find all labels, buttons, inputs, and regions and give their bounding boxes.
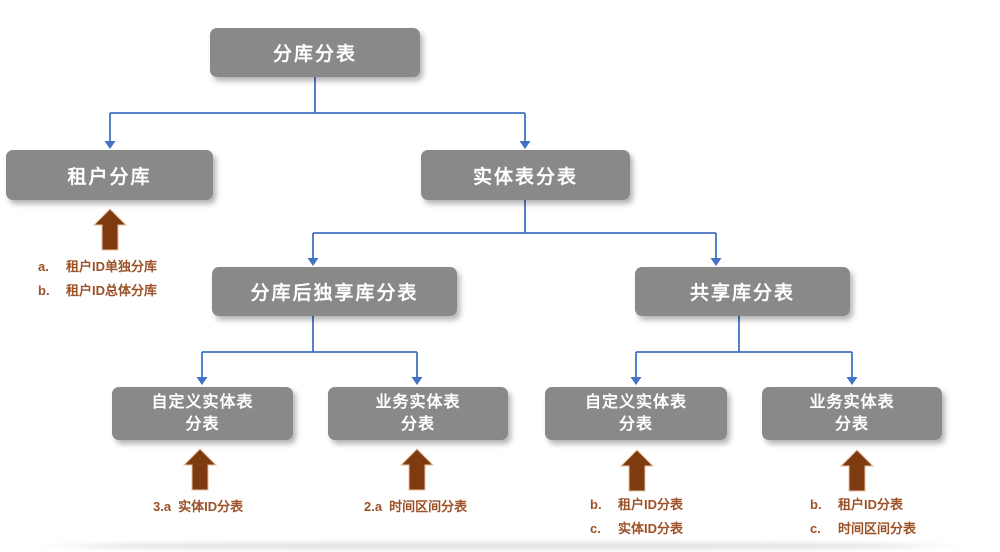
annotation-text: 租户ID总体分库 — [66, 283, 158, 298]
bottom-edge-shadow — [30, 542, 970, 550]
connector-entity-to-level3 — [312, 200, 717, 259]
connector-shared-to-level4 — [635, 316, 853, 378]
annotation-line: b. 租户ID分表 — [590, 498, 683, 512]
annotation-marker: b. — [590, 497, 602, 512]
annotation-marker: c. — [590, 521, 601, 536]
node-business-entity-left: 业务实体表 分表 — [328, 387, 508, 440]
node-entity-table-label: 实体表分表 — [472, 166, 578, 188]
node-tenant-db-label: 租户分库 — [67, 166, 152, 188]
annotation-text: 租户ID单独分库 — [66, 259, 158, 274]
node-entity-table: 实体表分表 — [421, 150, 630, 200]
up-arrow-icon-business-left — [399, 448, 435, 491]
arrowhead-custom-entity-left — [196, 377, 208, 385]
annotation-line: 2.a 时间区间分表 — [364, 500, 467, 514]
node-custom-entity-left-line2: 分表 — [185, 415, 220, 433]
node-shared-db-split: 共享库分表 — [635, 267, 850, 316]
annotation-line: 3.a 实体ID分表 — [153, 500, 243, 514]
annotation-text: 实体ID分表 — [178, 499, 244, 514]
annotation-line: a. 租户ID单独分库 — [38, 260, 157, 274]
node-dedicated-db-split: 分库后独享库分表 — [212, 267, 457, 316]
arrowhead-shared-db — [710, 258, 722, 266]
annotation-business-entity-left: 2.a 时间区间分表 — [364, 500, 467, 524]
annotation-line: c. 时间区间分表 — [810, 522, 916, 536]
node-root-label: 分库分表 — [272, 44, 357, 65]
up-arrow-icon-custom-left — [182, 448, 218, 491]
arrowhead-tenant-db — [104, 141, 116, 149]
annotation-line: c. 实体ID分表 — [590, 522, 683, 536]
node-custom-entity-right-line1: 自定义实体表 — [584, 393, 687, 411]
node-shared-db-split-label: 共享库分表 — [689, 283, 795, 304]
connector-dedicated-to-level4 — [201, 316, 418, 378]
arrowhead-business-entity-left — [411, 377, 423, 385]
connector-root-to-level2 — [109, 77, 526, 142]
annotation-marker: 2.a — [364, 499, 383, 514]
node-business-entity-left-line1: 业务实体表 — [375, 393, 461, 411]
annotation-marker: b. — [810, 497, 822, 512]
node-custom-entity-right-line2: 分表 — [618, 415, 653, 433]
annotation-text: 时间区间分表 — [838, 521, 917, 536]
arrowhead-entity-table — [519, 141, 531, 149]
node-custom-entity-right: 自定义实体表 分表 — [545, 387, 727, 440]
annotation-business-entity-right: b. 租户ID分表 c. 时间区间分表 — [810, 498, 916, 546]
up-arrow-icon-business-right — [839, 449, 875, 492]
node-business-entity-right-line2: 分表 — [834, 415, 869, 433]
annotation-text: 租户ID分表 — [838, 497, 904, 512]
node-business-entity-left-line2: 分表 — [400, 415, 435, 433]
annotation-text: 租户ID分表 — [618, 497, 684, 512]
annotation-marker: c. — [810, 521, 821, 536]
annotation-text: 时间区间分表 — [389, 499, 468, 514]
annotation-marker: b. — [38, 283, 50, 298]
node-dedicated-db-split-label: 分库后独享库分表 — [250, 283, 419, 304]
annotation-marker: 3.a — [153, 499, 172, 514]
node-tenant-db: 租户分库 — [6, 150, 213, 200]
annotation-custom-entity-left: 3.a 实体ID分表 — [153, 500, 243, 524]
annotation-text: 实体ID分表 — [618, 521, 684, 536]
up-arrow-icon-custom-right — [619, 449, 655, 492]
node-business-entity-right-line1: 业务实体表 — [809, 393, 895, 411]
annotation-line: b. 租户ID总体分库 — [38, 284, 157, 298]
node-business-entity-right: 业务实体表 分表 — [762, 387, 942, 440]
node-custom-entity-left-line1: 自定义实体表 — [151, 393, 254, 411]
annotation-line: b. 租户ID分表 — [810, 498, 916, 512]
arrowhead-dedicated-db — [307, 258, 319, 266]
node-custom-entity-left: 自定义实体表 分表 — [112, 387, 293, 440]
annotation-marker: a. — [38, 259, 49, 274]
arrowhead-custom-entity-right — [630, 377, 642, 385]
annotation-tenant-db: a. 租户ID单独分库 b. 租户ID总体分库 — [38, 260, 157, 308]
annotation-custom-entity-right: b. 租户ID分表 c. 实体ID分表 — [590, 498, 683, 546]
arrowhead-business-entity-right — [846, 377, 858, 385]
up-arrow-icon-tenant — [92, 208, 128, 251]
node-root: 分库分表 — [210, 28, 420, 77]
